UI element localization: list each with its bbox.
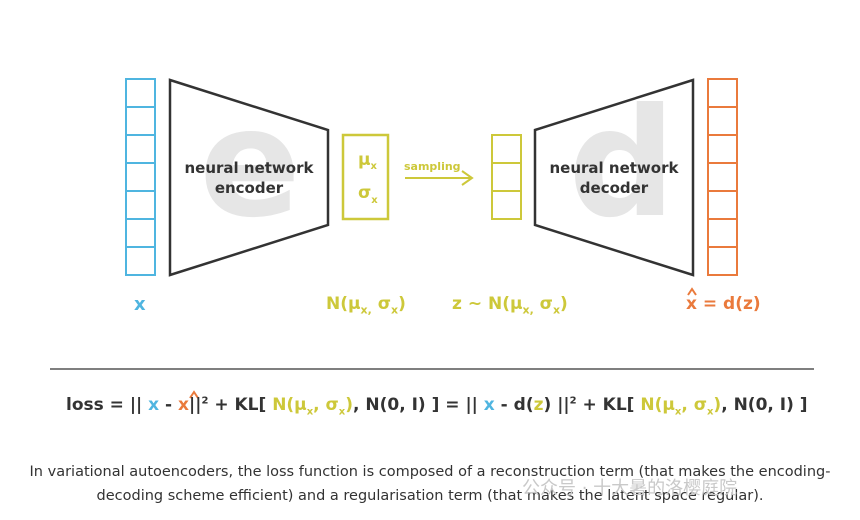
watermark: 公众号 · 十大暑的洛樱庭院 [522, 478, 738, 499]
decoder-label-line1: neural network [550, 159, 680, 177]
input-cell [125, 78, 156, 108]
output-cell [707, 190, 738, 220]
input-cell [125, 162, 156, 192]
decoder-shape [533, 78, 695, 277]
loss-xhat: x [178, 395, 190, 415]
input-cell [125, 218, 156, 248]
sampling-arrow-head [461, 170, 474, 186]
input-vector [125, 78, 156, 276]
sampling-label: sampling [404, 160, 461, 173]
output-cell [707, 134, 738, 164]
distribution-label: N(μx, σx) [326, 294, 406, 317]
caption-line-2: decoding scheme efficient) and a regular… [96, 488, 764, 504]
output-cell [707, 218, 738, 248]
input-cell [125, 134, 156, 164]
encoder-label-line2: encoder [215, 179, 284, 197]
output-hat-mark [687, 287, 697, 296]
input-cell [125, 190, 156, 220]
sigma-symbol: σx [358, 183, 378, 206]
decoder-label-line2: decoder [580, 179, 649, 197]
output-cell [707, 246, 738, 276]
caption-line-1: In variational autoencoders, the loss fu… [29, 464, 831, 480]
encoder-shape [168, 78, 330, 277]
output-vector [707, 78, 738, 276]
output-cell [707, 162, 738, 192]
output-cell [707, 78, 738, 108]
input-label: x [134, 294, 146, 315]
z-sampling-label: z ~ N(μx, σx) [452, 294, 568, 317]
latent-params-box [341, 133, 390, 221]
output-label: x = d(z) [686, 294, 761, 314]
input-cell [125, 246, 156, 276]
z-cell [491, 162, 522, 192]
output-xhat: x [686, 294, 697, 314]
decoder-bg-letter: d [568, 77, 675, 251]
z-cell [491, 134, 522, 164]
loss-formula: loss = || x - x||2 + KL[ N(μx, σx), N(0,… [66, 395, 808, 418]
latent-z-vector [491, 134, 522, 220]
output-cell [707, 106, 738, 136]
mu-symbol: μx [358, 150, 378, 172]
z-cell [491, 190, 522, 220]
input-cell [125, 106, 156, 136]
encoder-label-line1: neural network [185, 159, 315, 177]
loss-hat-mark [189, 390, 199, 399]
figure-caption: In variational autoencoders, the loss fu… [0, 460, 860, 508]
